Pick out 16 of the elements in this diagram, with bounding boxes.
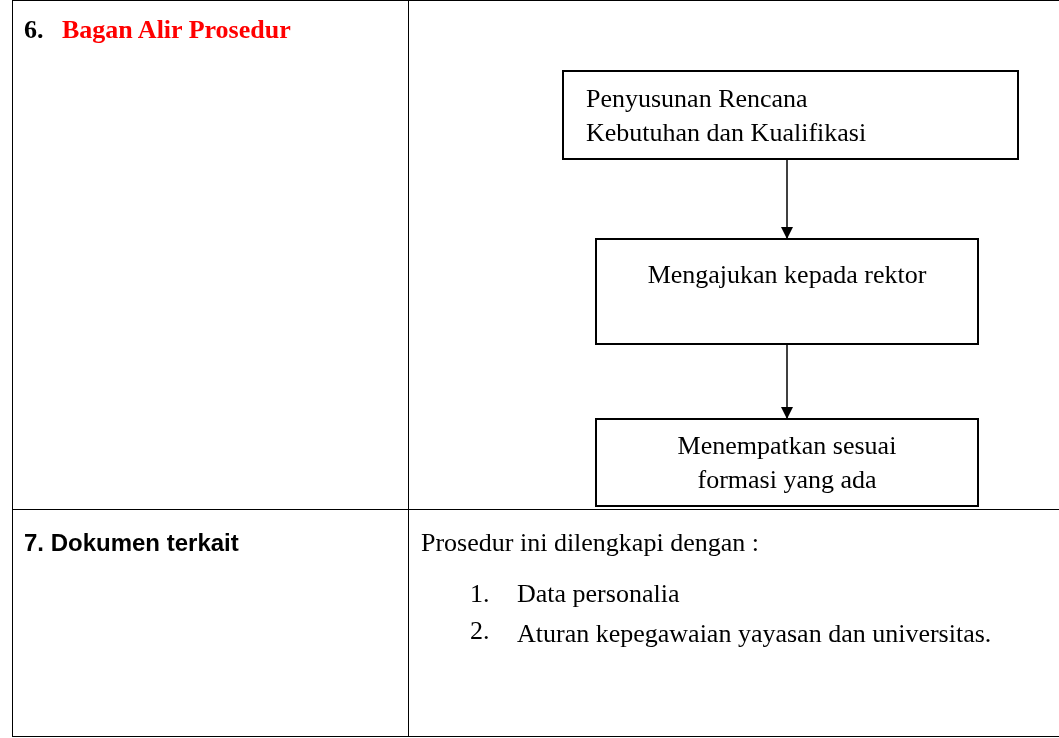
box-text: Menempatkan sesuai formasi yang ada [676,429,898,496]
box-text: Penyusunan Rencana Kebutuhan dan Kualifikasi [586,83,868,149]
label-text: 2. [470,615,490,647]
label-text: 6. [24,14,44,46]
process-box [562,70,1019,160]
label-text: Aturan kepegawaian yayasan dan universitas. [517,618,993,650]
process-box [595,418,979,507]
process-box [595,238,979,345]
label-text: 1. [470,578,490,610]
label-text: Data personalia [517,578,680,610]
label-text: Bagan Alir Prosedur [62,14,291,46]
box-text: Mengajukan kepada rektor [647,259,927,291]
label-text: Prosedur ini dilengkapi dengan : [421,527,759,559]
arrow [781,344,793,419]
label-text: 7. Dokumen terkait [24,528,239,558]
arrow [781,159,793,239]
